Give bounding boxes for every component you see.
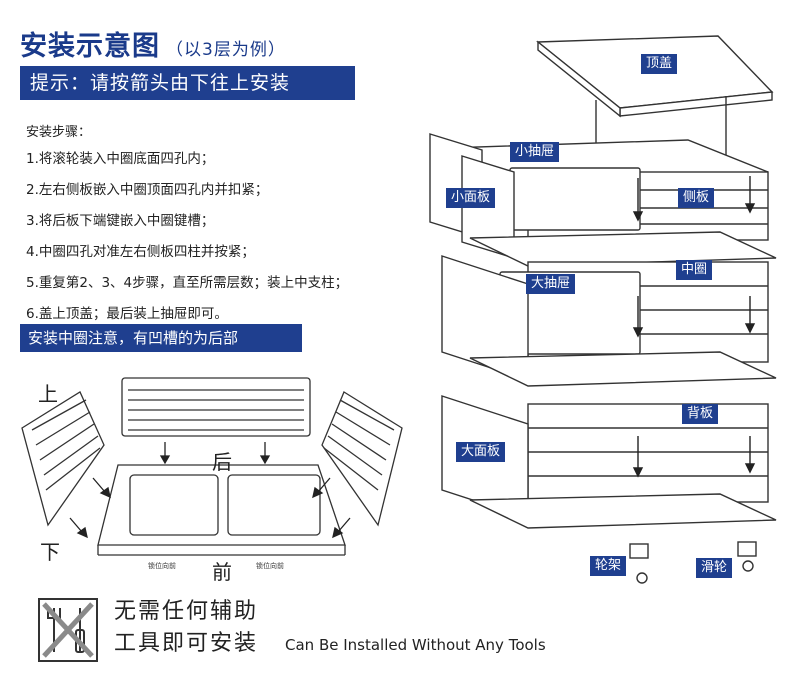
label-middle-ring: 中圈 [676, 260, 713, 280]
no-tools-line-1: 无需任何辅助 [114, 599, 259, 624]
middle-ring-illustration [97, 464, 346, 556]
label-small-drawer: 小抽屉 [510, 142, 560, 162]
label-up: 上 [38, 382, 58, 406]
right-side-panel-illustration [321, 391, 403, 527]
lock-front-left: 锁位向前 [148, 562, 176, 570]
middle-ring-1 [469, 231, 777, 267]
back-panel-illustration [121, 377, 311, 437]
middle-ring-2 [469, 351, 777, 387]
label-down: 下 [40, 540, 60, 564]
label-big-drawer: 大抽屉 [526, 274, 576, 294]
title-sub: （以3层为例） [166, 40, 286, 60]
no-tools-text: 无需任何辅助 工具即可安装 [114, 596, 258, 660]
steps-heading: 安装步骤： [26, 125, 92, 140]
no-tools-line-2: 工具即可安装 [114, 631, 259, 656]
label-back-panel: 背板 [682, 404, 719, 424]
step-item: 5.重复第2、3、4步骤，直至所需层数；装上中支柱； [26, 275, 349, 291]
label-small-panel: 小面板 [446, 188, 496, 208]
tier-3-cabinet [527, 403, 769, 503]
small-drawer-illustration [509, 167, 641, 231]
no-tools-english: Can Be Installed Without Any Tools [285, 636, 546, 654]
label-slider-wheel: 滑轮 [696, 558, 733, 578]
step-item: 1.将滚轮装入中圈底面四孔内； [26, 151, 215, 167]
ring-note-banner: 安装中圈注意，有凹槽的为后部 [20, 324, 302, 352]
step-item: 3.将后板下端键嵌入中圈键槽； [26, 213, 215, 229]
step-item: 4.中圈四孔对准左右侧板四柱并按紧； [26, 244, 255, 260]
step-item: 6.盖上顶盖；最后装上抽屉即可。 [26, 306, 228, 322]
label-wheel-frame: 轮架 [590, 556, 627, 576]
base-ring [469, 493, 777, 529]
label-big-panel: 大面板 [456, 442, 506, 462]
wheel-frame-illustration [629, 543, 649, 584]
lock-front-right: 锁位向前 [256, 562, 284, 570]
label-front: 前 [212, 560, 232, 584]
step-item: 2.左右侧板嵌入中圈顶面四孔内并扣紧； [26, 182, 269, 198]
steps-list: 1.将滚轮装入中圈底面四孔内； 2.左右侧板嵌入中圈顶面四孔内并扣紧； 3.将后… [26, 144, 348, 330]
page-title: 安装示意图 （以3层为例） [20, 24, 286, 63]
left-side-panel-illustration [21, 391, 105, 527]
label-top-cover: 顶盖 [641, 54, 678, 74]
slider-wheel-illustration [737, 541, 757, 572]
title-main: 安装示意图 [20, 31, 160, 62]
hint-banner: 提示：请按箭头由下往上安装 [20, 66, 355, 100]
label-side-panel: 侧板 [678, 188, 715, 208]
no-tools-icon [38, 598, 98, 662]
label-back: 后 [212, 450, 232, 474]
